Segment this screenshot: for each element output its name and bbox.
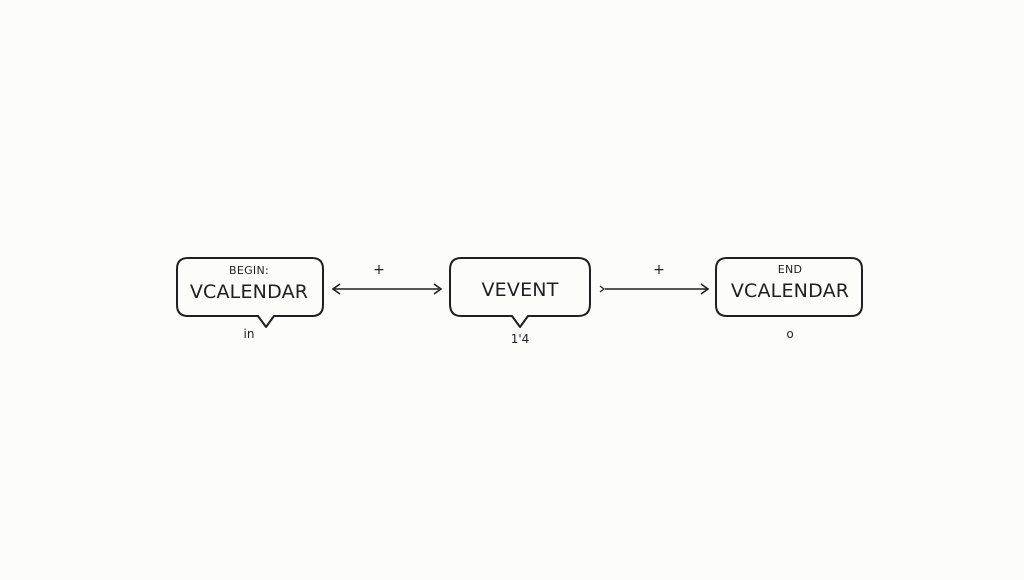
begin-vcalendar-label: VCALENDAR — [189, 281, 309, 303]
connector-begin-to-vevent-label: + — [373, 262, 385, 278]
begin-vcalendar-box — [176, 257, 324, 328]
end-vcalendar-label: VCALENDAR — [730, 280, 850, 302]
connector-begin-to-vevent — [331, 283, 443, 295]
begin-vcalendar-top-label: BEGIN: — [229, 264, 269, 277]
end-vcalendar-box — [715, 257, 863, 317]
end-vcalendar-top-label: END — [777, 263, 803, 276]
begin-vcalendar-below-label: in — [243, 327, 255, 341]
connector-vevent-to-end-label: + — [653, 262, 665, 278]
vevent-below-label: 1'4 — [510, 332, 530, 346]
vevent-box — [449, 257, 591, 328]
end-vcalendar-below-label: o — [786, 327, 794, 341]
connector-vevent-to-end — [599, 283, 710, 295]
vevent-label: VEVENT — [481, 279, 559, 301]
